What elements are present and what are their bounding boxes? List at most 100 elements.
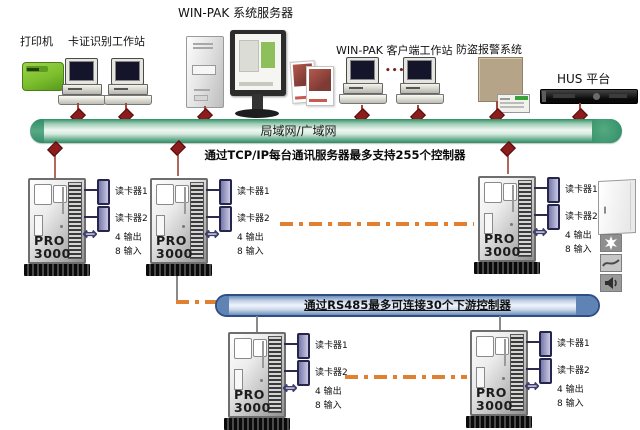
server-tower-icon [186, 36, 224, 108]
io-arrow-icon: ⇔ [204, 223, 220, 245]
reader-wire [84, 216, 98, 218]
card-reader-2-icon [297, 360, 310, 386]
card-reader-2-label: 读卡器2 [115, 214, 148, 224]
alarm-panel-icon [478, 57, 530, 113]
photo-cards-icon [289, 58, 334, 106]
client-workstation-label: WIN-PAK 客户端工作站 [336, 44, 453, 57]
connector-line [176, 276, 178, 302]
io-arrow-icon: ⇔ [282, 377, 298, 399]
card-reader-1-label: 读卡器1 [565, 185, 598, 195]
reader-wire [84, 189, 98, 191]
controller-vent [518, 180, 532, 257]
input-label: 8 输入 [315, 401, 342, 411]
card-reader-2-label: 读卡器2 [565, 212, 598, 222]
output-label: 4 输出 [315, 387, 342, 397]
reader-wire [284, 370, 298, 372]
controller-vent [68, 182, 82, 259]
card-reader-2-icon [97, 206, 110, 232]
printer-icon [22, 62, 64, 91]
output-label: 4 输出 [237, 233, 264, 243]
connector-line [256, 316, 258, 333]
card-reader-2-label: 读卡器2 [315, 368, 348, 378]
io-arrow-icon: ⇔ [524, 375, 540, 397]
output-label: 4 输出 [115, 233, 142, 243]
printer-label: 打印机 [20, 35, 53, 48]
output-label: 4 输出 [565, 231, 592, 241]
card-reader-1-label: 读卡器1 [557, 339, 590, 349]
reader-wire [206, 216, 220, 218]
controller-base [466, 416, 532, 428]
sounder-icon [600, 274, 622, 292]
card-reader-2-label: 读卡器2 [557, 366, 590, 376]
lcd-monitor-icon [226, 30, 288, 118]
client-workstation-2-icon [396, 57, 444, 104]
input-label: 8 输入 [565, 245, 592, 255]
door-icon [598, 179, 636, 235]
continuation-dashes [176, 300, 218, 304]
card-reader-1-icon [547, 177, 560, 203]
reader-wire [526, 368, 540, 370]
controller-vent [190, 182, 204, 259]
card-reader-2-icon [547, 204, 560, 230]
input-label: 8 输入 [115, 247, 142, 257]
diamond-connector-icon [47, 141, 63, 157]
continuation-dashes [345, 375, 467, 379]
controller-base [474, 262, 540, 274]
lan-bus-bar: 局域网/广域网 [30, 119, 622, 143]
controller-base [24, 264, 90, 276]
connector-line [507, 143, 509, 174]
output-label: 4 输出 [557, 385, 584, 395]
continuation-dashes [280, 222, 474, 226]
lan-bus-label: 局域网/广域网 [260, 124, 337, 138]
rs485-bus-label: 通过RS485最多可连接30个下游控制器 [304, 298, 511, 312]
controller-base [224, 418, 290, 430]
card-reader-1-icon [297, 333, 310, 359]
card-reader-1-icon [219, 179, 232, 205]
diamond-connector-icon [500, 141, 516, 157]
reader-wire [534, 187, 548, 189]
card-workstation-1-icon [58, 58, 106, 105]
controller-vent [510, 334, 524, 411]
rs485-bus-bar: 通过RS485最多可连接30个下游控制器 [215, 294, 600, 317]
tcp-capacity-note: 通过TCP/IP每台通讯服务器最多支持255个控制器 [204, 148, 466, 162]
io-arrow-icon: ⇔ [82, 223, 98, 245]
reader-wire [534, 214, 548, 216]
ellipsis-dots: •••• [385, 66, 413, 76]
strobe-light-icon [600, 234, 622, 252]
reader-wire [206, 189, 220, 191]
connector-line [54, 143, 56, 178]
card-reader-2-icon [539, 358, 552, 384]
card-reader-2-icon [219, 206, 232, 232]
input-label: 8 输入 [237, 247, 264, 257]
reader-wire [284, 343, 298, 345]
input-label: 8 输入 [557, 399, 584, 409]
controller-base [146, 264, 212, 276]
door-contact-icon [600, 254, 622, 272]
card-reader-1-label: 读卡器1 [315, 341, 348, 351]
reader-wire [526, 341, 540, 343]
client-workstation-1-icon [339, 57, 387, 104]
controller-vent [268, 336, 282, 413]
card-workstation-2-icon [104, 58, 152, 105]
card-reader-1-label: 读卡器1 [115, 187, 148, 197]
io-arrow-icon: ⇔ [532, 221, 548, 243]
connector-line [499, 316, 501, 331]
connector-line [177, 143, 179, 176]
card-reader-2-label: 读卡器2 [237, 214, 270, 224]
